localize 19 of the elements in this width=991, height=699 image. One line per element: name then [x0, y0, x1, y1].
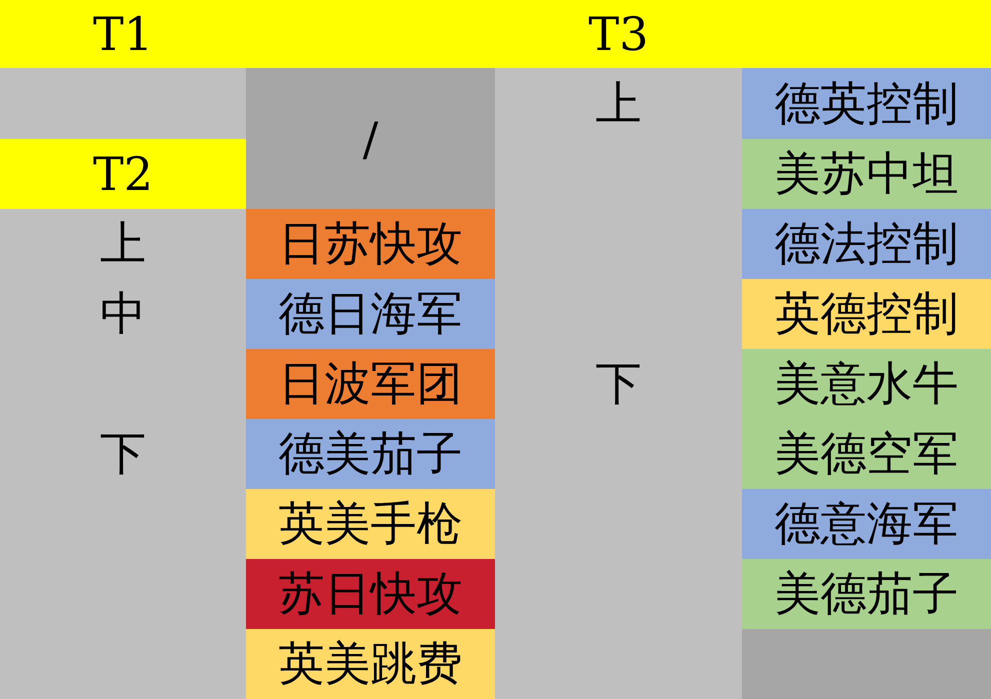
tier-heading: T2	[0, 139, 246, 209]
tier-heading: T1	[92, 6, 154, 63]
slash-mark: /	[246, 68, 495, 209]
combo-label: 日波军团	[246, 349, 495, 419]
combo-label: 德英控制	[742, 68, 991, 139]
combo-label: 英美手枪	[246, 489, 495, 559]
combo-label: 德美茄子	[246, 419, 495, 489]
tier-heading: T3	[588, 6, 650, 63]
combo-label: 德法控制	[742, 209, 991, 279]
combo-label: 美德空军	[742, 419, 991, 489]
combo-label: 德日海军	[246, 279, 495, 349]
combo-label: 美苏中坦	[742, 139, 991, 209]
combo-label: 英美跳费	[246, 629, 495, 699]
combo-label: 美德茄子	[742, 559, 991, 629]
combo-label: 美意水牛	[742, 349, 991, 419]
combo-label: 英德控制	[742, 279, 991, 349]
combo-label: 德意海军	[742, 489, 991, 559]
combo-label: 日苏快攻	[246, 209, 495, 279]
combo-label: 苏日快攻	[246, 559, 495, 629]
